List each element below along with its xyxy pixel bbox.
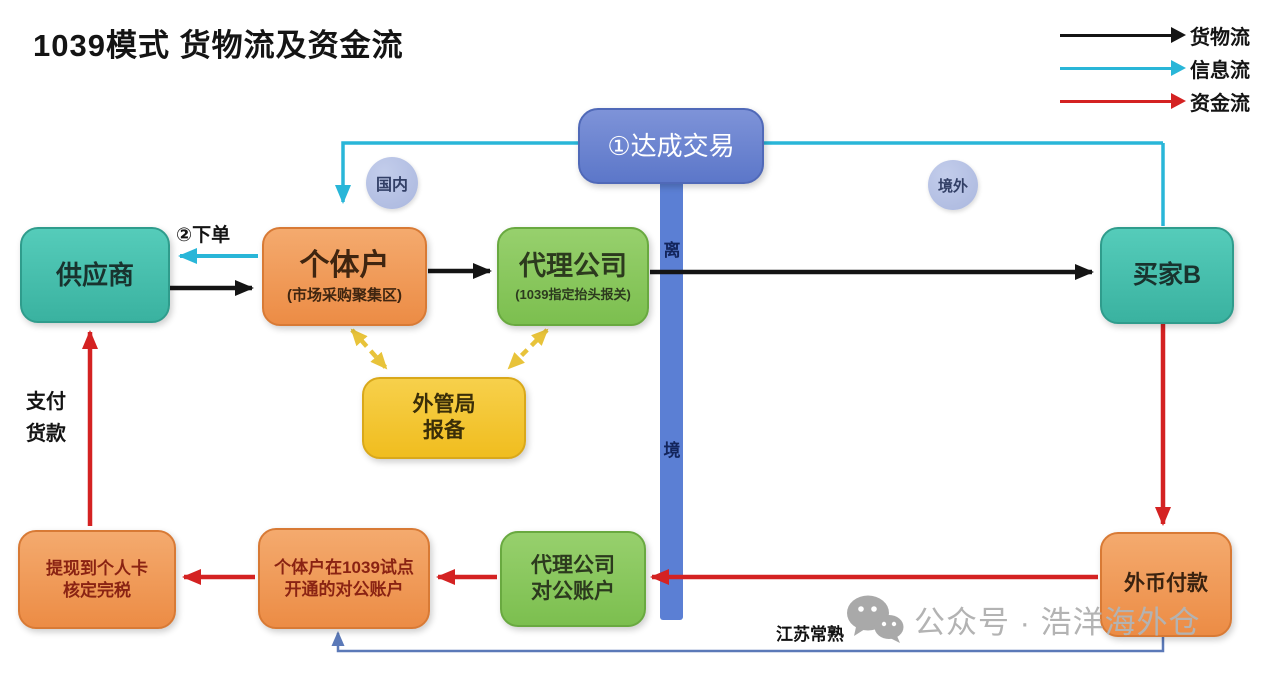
node-agent-corporate-account: 代理公司 对公账户 xyxy=(500,531,646,627)
customs-border-bar xyxy=(660,176,683,620)
legend-money-flow: 资金流 xyxy=(1060,88,1254,115)
node-pilot-corporate-account: 个体户在1039试点 开通的对公账户 xyxy=(258,528,430,629)
individual-subtitle: (市场采购聚集区) xyxy=(287,286,402,304)
legend-goods-label: 货物流 xyxy=(1190,26,1250,49)
money-flow-arrow-icon xyxy=(1060,92,1186,109)
legend-info-flow: 信息流 xyxy=(1060,55,1254,82)
label-location-jiangsu-changshu: 江苏常熟 xyxy=(776,625,844,644)
report-dashed-arrow-individual-safe xyxy=(350,328,388,370)
info-flow-arrow-icon xyxy=(1060,59,1186,76)
report-dashed-arrow-agent-safe xyxy=(507,328,549,370)
customs-bar-char-top: 离 xyxy=(663,241,681,260)
watermark-text: 公众号 · 浩洋海外仓 xyxy=(914,604,1201,640)
node-deal-reached: ①达成交易 xyxy=(578,108,764,184)
node-foreign-currency-payment: 外币付款 xyxy=(1100,532,1232,637)
individual-title: 个体户 xyxy=(299,249,390,283)
region-badge-overseas: 境外 xyxy=(928,160,978,210)
customs-bar-char-bottom: 境 xyxy=(663,441,681,460)
node-supplier: 供应商 xyxy=(20,227,170,323)
info-line-foreign-payment-to-pilot-account xyxy=(331,631,1165,653)
legend-goods-flow: 货物流 xyxy=(1060,22,1254,49)
node-agent-company: 代理公司 (1039指定抬头报关) xyxy=(497,227,649,326)
label-place-order: ②下单 xyxy=(176,225,231,246)
flow-legend: 货物流 信息流 资金流 xyxy=(1060,22,1254,115)
page-title: 1039模式 货物流及资金流 xyxy=(33,28,404,63)
node-safe-filing: 外管局 报备 xyxy=(362,377,526,459)
watermark: 公众号 · 浩洋海外仓 xyxy=(846,594,1201,644)
info-arrow-deal-to-individual xyxy=(335,141,1163,204)
legend-info-label: 信息流 xyxy=(1190,59,1250,82)
legend-money-label: 资金流 xyxy=(1190,92,1250,115)
wechat-icon xyxy=(847,595,904,643)
agent-subtitle: (1039指定抬头报关) xyxy=(515,286,631,302)
node-individual-business: 个体户 (市场采购聚集区) xyxy=(262,227,427,326)
region-badge-domestic: 国内 xyxy=(366,157,418,209)
label-pay-for-goods: 支付 货款 xyxy=(26,391,66,445)
agent-title: 代理公司 xyxy=(519,251,627,281)
goods-flow-arrow-icon xyxy=(1060,26,1186,43)
node-buyer-b: 买家B xyxy=(1100,227,1234,324)
node-withdraw-personal-card: 提现到个人卡 核定完税 xyxy=(18,530,176,629)
